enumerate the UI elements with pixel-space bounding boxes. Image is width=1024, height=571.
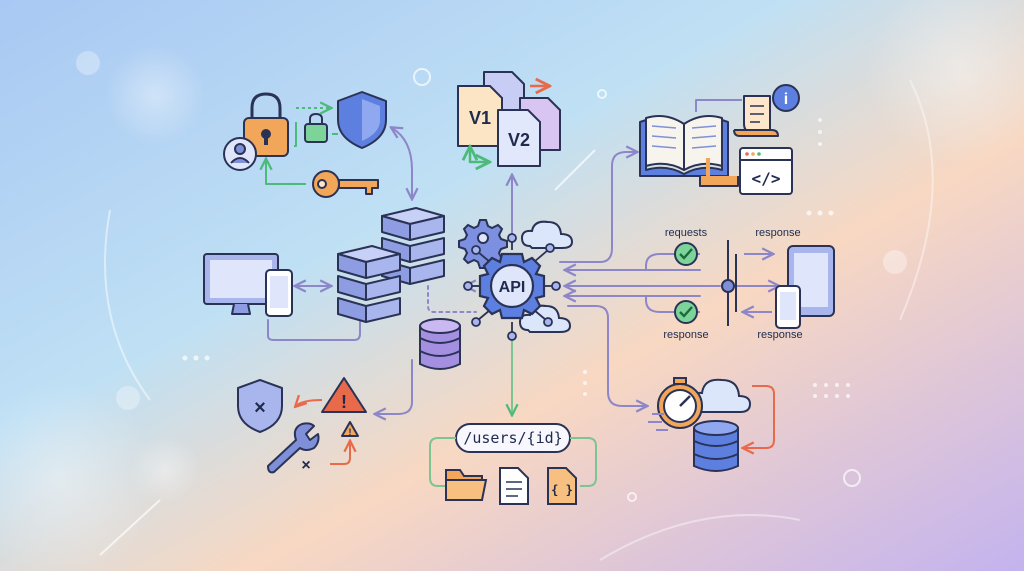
- version-2-label: V2: [508, 130, 530, 150]
- server-stack-icon: [337, 207, 445, 323]
- error-shield-icon: ×: [237, 379, 283, 433]
- phone-icon: [265, 269, 293, 317]
- scroll-icon: [699, 95, 779, 187]
- dashed-link: [427, 285, 477, 313]
- version-1-label: V1: [469, 108, 491, 128]
- response-label-top: response: [755, 227, 800, 239]
- folder-icon: [445, 469, 488, 501]
- svg-text:!: !: [349, 427, 352, 437]
- performance-cluster: [648, 377, 775, 472]
- desktop-icon: [203, 253, 279, 315]
- traffic-cluster: requests response response response: [645, 227, 835, 341]
- database-icon: [693, 420, 739, 472]
- checkmark-icon: [674, 242, 698, 266]
- api-hub: API: [458, 219, 574, 341]
- code-window-icon: </>: [739, 147, 793, 195]
- database-icon: [419, 318, 461, 370]
- version-2-document: V2: [497, 109, 541, 167]
- warning-icon: !: [341, 421, 359, 437]
- server-rack-front: [337, 245, 401, 323]
- phone-icon: [775, 285, 801, 329]
- version-1-document: V1: [457, 85, 503, 147]
- wrench-icon: [267, 422, 320, 474]
- requests-label: requests: [665, 227, 708, 239]
- cloud-icon: [520, 220, 574, 249]
- server-rack-back: [381, 207, 445, 285]
- api-to-perf: [567, 305, 646, 406]
- user-icon: [223, 137, 257, 171]
- devices-cluster: [203, 253, 293, 317]
- checkmark-icon: [674, 300, 698, 324]
- svg-text:!: !: [341, 392, 347, 412]
- servers-to-security: [392, 128, 412, 198]
- svg-text:×: ×: [254, 397, 266, 419]
- small-lock-icon: [304, 113, 328, 143]
- info-icon: i: [772, 84, 800, 112]
- key-icon: [312, 170, 379, 198]
- docs-cluster: i </>: [639, 84, 800, 195]
- connectors: [267, 128, 721, 414]
- svg-text:{ }: { }: [551, 483, 573, 497]
- api-label: API: [499, 279, 526, 296]
- endpoint-path: /users/{id}: [463, 429, 562, 447]
- svg-text:</>: </>: [752, 169, 781, 188]
- servers-to-errors: [376, 359, 413, 414]
- warning-icon: !: [321, 377, 367, 413]
- errors-cluster: × ! ! ×: [237, 377, 367, 474]
- book-icon: [639, 115, 729, 177]
- stopwatch-icon: [648, 377, 703, 431]
- api-gear: [478, 252, 546, 320]
- api-to-docs: [559, 152, 636, 263]
- shield-icon: [337, 91, 387, 149]
- response-label-bottom-right: response: [757, 329, 802, 341]
- swap-arrows-icon: [470, 148, 488, 162]
- servers-to-devices-bottom: [267, 319, 361, 341]
- response-label-bottom-left: response: [663, 329, 708, 341]
- security-cluster: [223, 91, 387, 198]
- versions-cluster: V1 V2: [457, 71, 561, 167]
- json-file-icon: { }: [547, 467, 577, 505]
- endpoint-cluster: /users/{id} { }: [429, 423, 597, 505]
- svg-text:×: ×: [301, 457, 310, 474]
- svg-text:i: i: [784, 91, 788, 108]
- document-icon: [499, 467, 529, 505]
